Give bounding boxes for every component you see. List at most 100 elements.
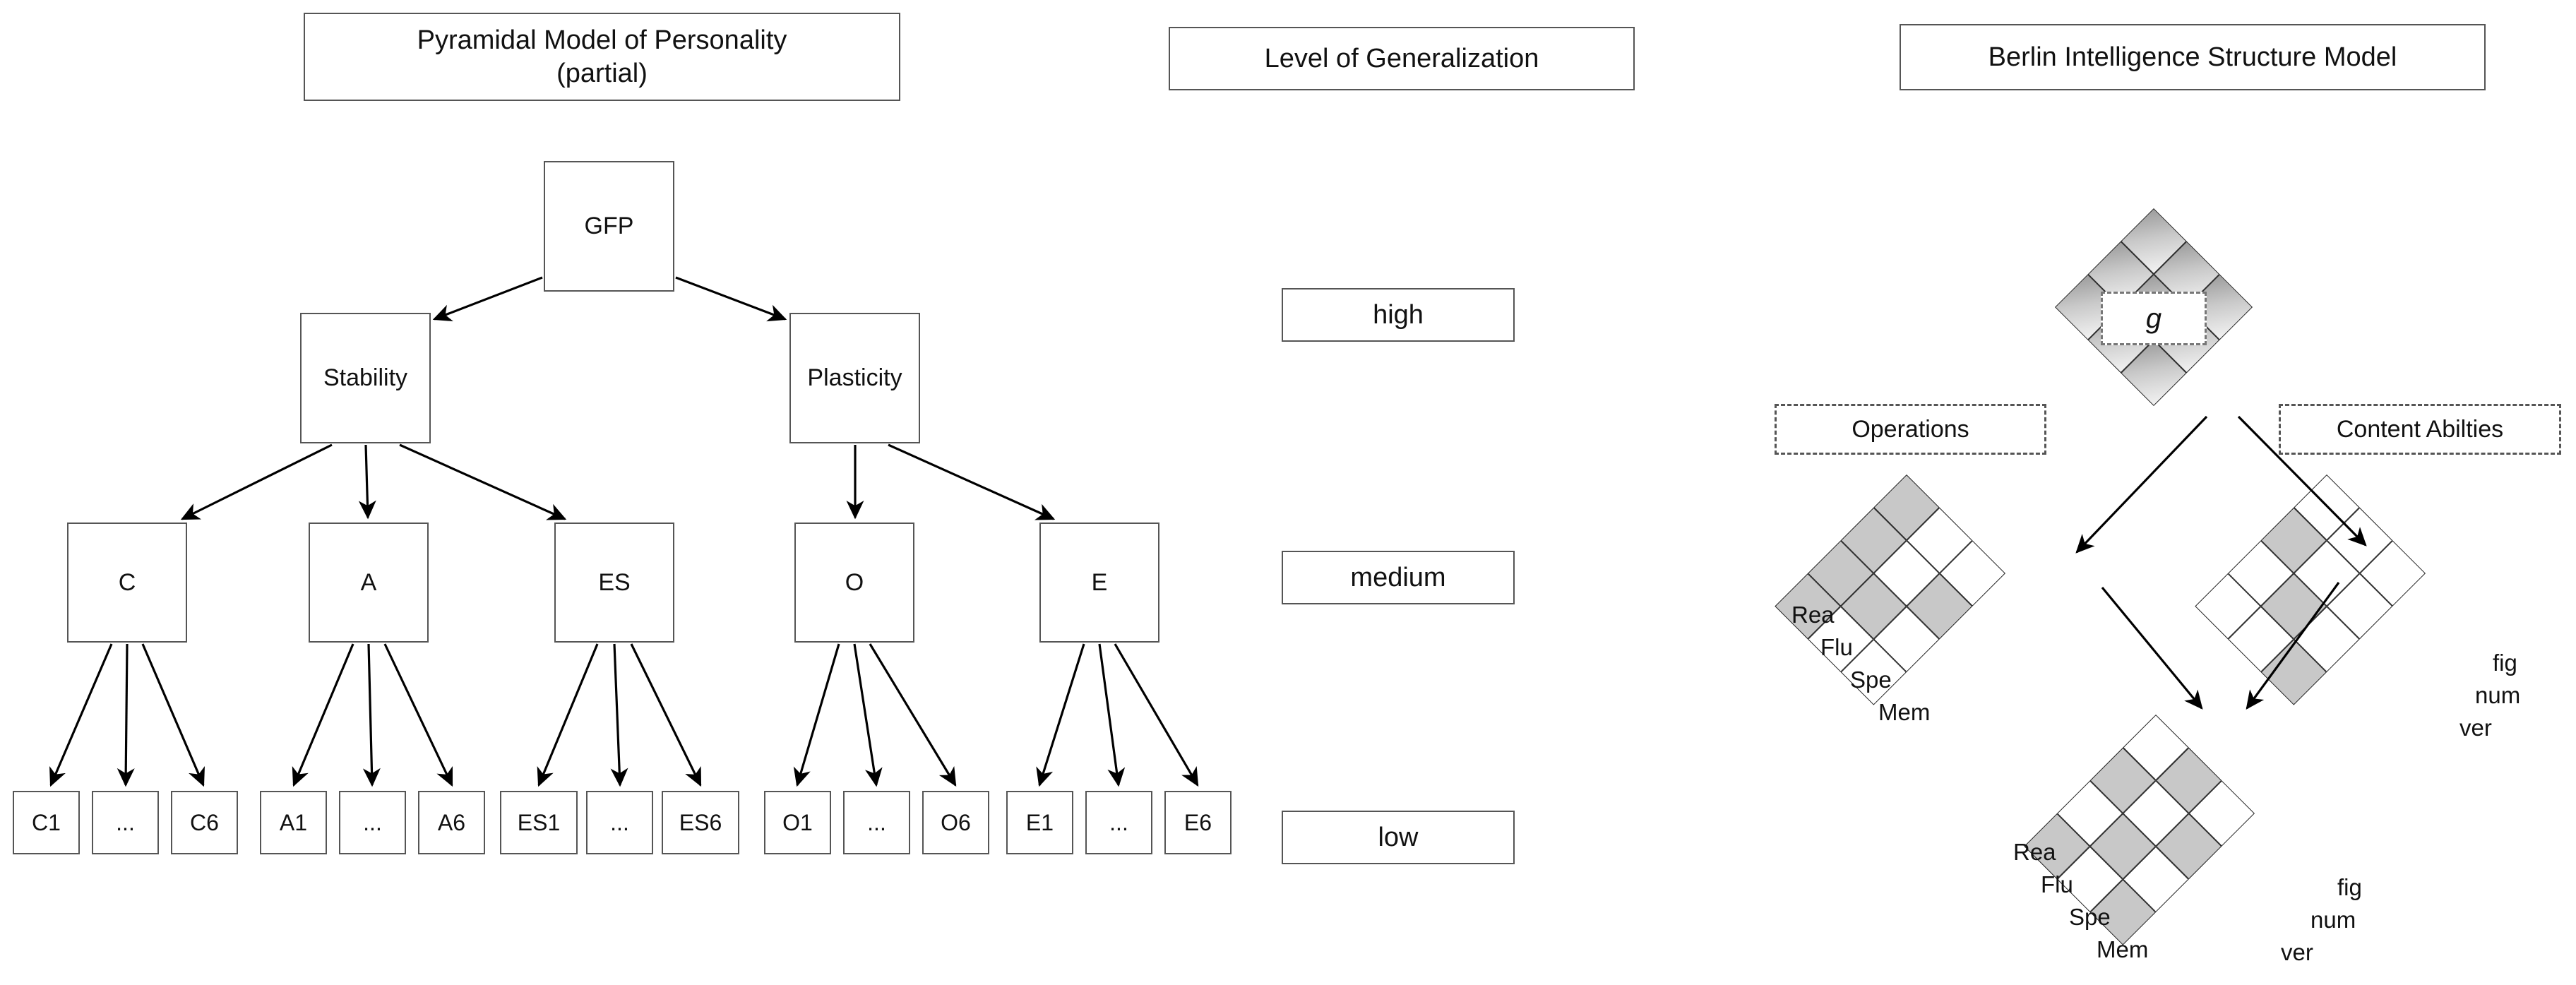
edge-gfp-plasticity <box>675 276 787 322</box>
facet-leaf-a1[interactable]: A1 <box>260 791 327 854</box>
content-col-label-num: num <box>2475 682 2521 708</box>
pyramid-node-e-label: E <box>1091 568 1108 596</box>
pyramid-node-es-label: ES <box>598 568 631 596</box>
edge-c-cmid <box>117 643 135 787</box>
level-box-low-label: low <box>1378 822 1419 852</box>
bottom-row-label-flu: Flu <box>2041 871 2073 897</box>
bottom-row-label-mem: Mem <box>2097 936 2149 962</box>
facet-leaf-c-ellipsis-label: ... <box>116 809 135 835</box>
pyramid-node-plasticity-label: Plasticity <box>807 364 902 391</box>
edge-plasticity-e <box>888 443 1056 520</box>
level-box-medium-label: medium <box>1350 562 1446 592</box>
facet-leaf-es-ellipsis[interactable]: ... <box>586 791 653 854</box>
pyramid-node-o-label: O <box>845 568 864 596</box>
edge-g-operations <box>2075 415 2208 554</box>
pyramid-node-e[interactable]: E <box>1039 523 1159 643</box>
bis-content-label: Content Abilties <box>2336 415 2504 443</box>
bis-operations-label: Operations <box>1852 415 1969 443</box>
edge-e-emid <box>1098 643 1126 787</box>
pyramid-node-c-label: C <box>118 568 136 596</box>
level-box-high-label: high <box>1373 299 1424 330</box>
facet-leaf-c6-label: C6 <box>190 809 219 835</box>
pyramid-node-gfp-label: GFP <box>584 213 634 239</box>
bottom-row-label-rea: Rea <box>2013 839 2056 865</box>
facet-leaf-a-ellipsis[interactable]: ... <box>339 791 406 854</box>
operations-row-label-spe: Spe <box>1850 667 1892 693</box>
facet-leaf-o1-label: O1 <box>782 809 813 835</box>
middle-panel-title: Level of Generalization <box>1169 27 1635 90</box>
left-panel-title-line2: (partial) <box>556 58 648 88</box>
pyramid-node-es[interactable]: ES <box>554 523 674 643</box>
edge-c-c6 <box>141 643 205 787</box>
level-box-low: low <box>1282 811 1515 864</box>
bottom-row-label-spe: Spe <box>2069 904 2111 930</box>
pyramid-node-gfp[interactable]: GFP <box>544 161 674 292</box>
right-panel-title: Berlin Intelligence Structure Model <box>1900 24 2486 90</box>
operations-row-label-rea: Rea <box>1791 602 1835 628</box>
pyramid-node-a[interactable]: A <box>309 523 429 643</box>
facet-leaf-es1[interactable]: ES1 <box>500 791 578 854</box>
facet-leaf-o6-label: O6 <box>941 809 971 835</box>
edge-operations-bottom <box>2101 586 2203 710</box>
edge-a-amid <box>362 643 381 787</box>
left-panel-title-line1: Pyramidal Model of Personality <box>417 25 787 56</box>
edge-e-e1 <box>1036 643 1085 787</box>
facet-leaf-e-ellipsis[interactable]: ... <box>1085 791 1152 854</box>
operations-row-label-flu: Flu <box>1820 634 1853 660</box>
facet-leaf-c-ellipsis[interactable]: ... <box>92 791 159 854</box>
edge-a-a1 <box>292 643 354 787</box>
pyramid-node-plasticity[interactable]: Plasticity <box>789 313 920 443</box>
content-col-label-fig: fig <box>2493 650 2517 676</box>
edge-stability-a <box>358 444 376 520</box>
middle-panel-title-text: Level of Generalization <box>1264 43 1539 73</box>
facet-leaf-o6[interactable]: O6 <box>922 791 989 854</box>
edge-es-es6 <box>630 643 702 787</box>
facet-leaf-es6[interactable]: ES6 <box>662 791 739 854</box>
level-box-high: high <box>1282 288 1515 342</box>
edge-gfp-stability <box>432 276 543 322</box>
facet-leaf-e6[interactable]: E6 <box>1164 791 1232 854</box>
edge-stability-c <box>180 443 333 520</box>
edge-stability-es <box>399 443 567 520</box>
right-panel-title-text: Berlin Intelligence Structure Model <box>1988 42 2397 72</box>
facet-leaf-es1-label: ES1 <box>517 809 561 835</box>
left-panel-title: Pyramidal Model of Personality (partial) <box>304 13 900 101</box>
facet-leaf-c1-label: C1 <box>32 809 61 835</box>
facet-leaf-es6-label: ES6 <box>679 809 722 835</box>
edge-o-o1 <box>793 643 840 787</box>
edge-c-c1 <box>49 643 113 787</box>
facet-leaf-e-ellipsis-label: ... <box>1109 809 1128 835</box>
facet-leaf-o-ellipsis-label: ... <box>867 809 886 835</box>
bis-content-label-box: Content Abilties <box>2279 404 2561 455</box>
pyramid-node-stability-label: Stability <box>323 364 408 391</box>
content-col-label-ver: ver <box>2459 715 2492 741</box>
edge-e-e6 <box>1114 643 1199 787</box>
facet-leaf-a-ellipsis-label: ... <box>363 809 382 835</box>
bottom-col-label-fig: fig <box>2337 874 2362 900</box>
bis-operations-label-box: Operations <box>1775 404 2046 455</box>
edge-o-omid <box>853 643 883 787</box>
pyramid-node-o[interactable]: O <box>794 523 914 643</box>
facet-leaf-a6[interactable]: A6 <box>418 791 485 854</box>
facet-leaf-es-ellipsis-label: ... <box>610 809 629 835</box>
facet-leaf-o1[interactable]: O1 <box>764 791 831 854</box>
bottom-col-label-num: num <box>2310 907 2356 933</box>
facet-leaf-a1-label: A1 <box>279 809 308 835</box>
edge-es-es1 <box>537 643 599 787</box>
level-box-medium: medium <box>1282 551 1515 604</box>
facet-leaf-c6[interactable]: C6 <box>171 791 238 854</box>
bis-g-label-box: g <box>2101 292 2207 345</box>
operations-row-label-mem: Mem <box>1878 699 1931 725</box>
facet-leaf-o-ellipsis[interactable]: ... <box>843 791 910 854</box>
edge-o-o6 <box>869 643 957 787</box>
pyramid-node-stability[interactable]: Stability <box>300 313 431 443</box>
pyramid-node-c[interactable]: C <box>67 523 187 643</box>
facet-leaf-c1[interactable]: C1 <box>13 791 80 854</box>
pyramid-node-a-label: A <box>360 568 377 596</box>
facet-leaf-a6-label: A6 <box>437 809 466 835</box>
bottom-col-label-ver: ver <box>2281 939 2313 965</box>
bis-g-label: g <box>2145 302 2162 334</box>
edge-es-esmid <box>610 643 628 787</box>
facet-leaf-e1-label: E1 <box>1025 809 1054 835</box>
facet-leaf-e1[interactable]: E1 <box>1006 791 1073 854</box>
